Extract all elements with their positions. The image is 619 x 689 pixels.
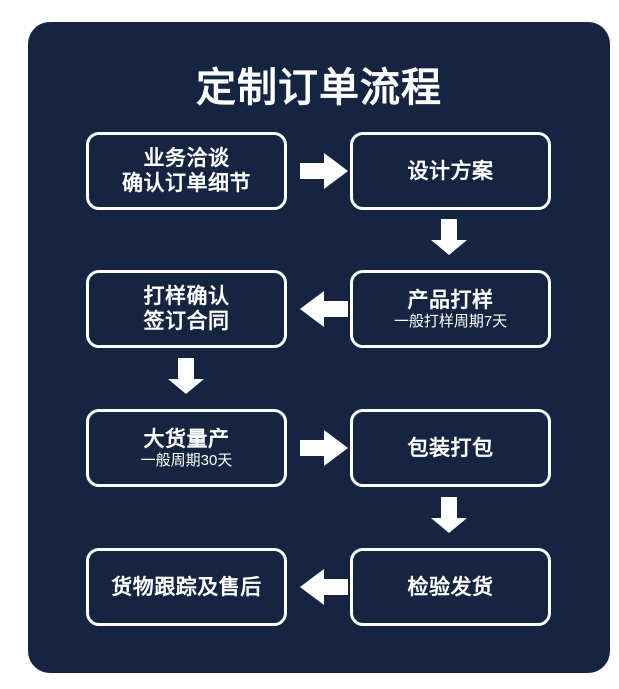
flowchart-panel: 定制订单流程 业务洽谈 确认订单细节 设计方案 打样确认 签订合同 <box>28 22 610 673</box>
node-sublabel: 一般打样周期7天 <box>393 312 508 330</box>
arrow-sampling-to-confirmation-icon <box>300 291 348 327</box>
node-label-line1: 打样确认 <box>143 285 230 308</box>
node-label-line1: 产品打样 <box>407 288 494 312</box>
node-label-line1: 业务洽谈 <box>143 147 230 170</box>
node-sublabel: 一般周期30天 <box>140 451 233 469</box>
node-label-line1: 设计方案 <box>407 159 494 183</box>
arrow-confirmation-to-production-icon <box>168 358 204 394</box>
page-title: 定制订单流程 <box>196 66 442 110</box>
arrow-production-to-packaging-icon <box>300 430 348 466</box>
node-label-line2: 签订合同 <box>143 310 230 333</box>
node-sample-confirmation[interactable]: 打样确认 签订合同 <box>86 270 287 348</box>
node-mass-production[interactable]: 大货量产 一般周期30天 <box>86 409 287 487</box>
node-packaging[interactable]: 包装打包 <box>350 409 551 487</box>
node-label-line1: 检验发货 <box>407 575 494 599</box>
node-label-line1: 大货量产 <box>143 427 230 451</box>
arrow-negotiation-to-design-icon <box>300 153 348 189</box>
node-product-sampling[interactable]: 产品打样 一般打样周期7天 <box>350 270 551 348</box>
node-label-line2: 确认订单细节 <box>122 172 251 195</box>
node-label-line1: 货物跟踪及售后 <box>111 575 262 599</box>
arrow-packaging-to-inspection-icon <box>431 497 467 533</box>
node-design-proposal[interactable]: 设计方案 <box>350 132 551 210</box>
node-inspection-shipping[interactable]: 检验发货 <box>350 548 551 626</box>
node-tracking-aftersales[interactable]: 货物跟踪及售后 <box>86 548 287 626</box>
arrow-inspection-to-tracking-icon <box>300 569 348 605</box>
node-label-line1: 包装打包 <box>407 436 494 460</box>
node-business-negotiation[interactable]: 业务洽谈 确认订单细节 <box>86 132 287 210</box>
arrow-design-to-sampling-icon <box>431 219 467 255</box>
